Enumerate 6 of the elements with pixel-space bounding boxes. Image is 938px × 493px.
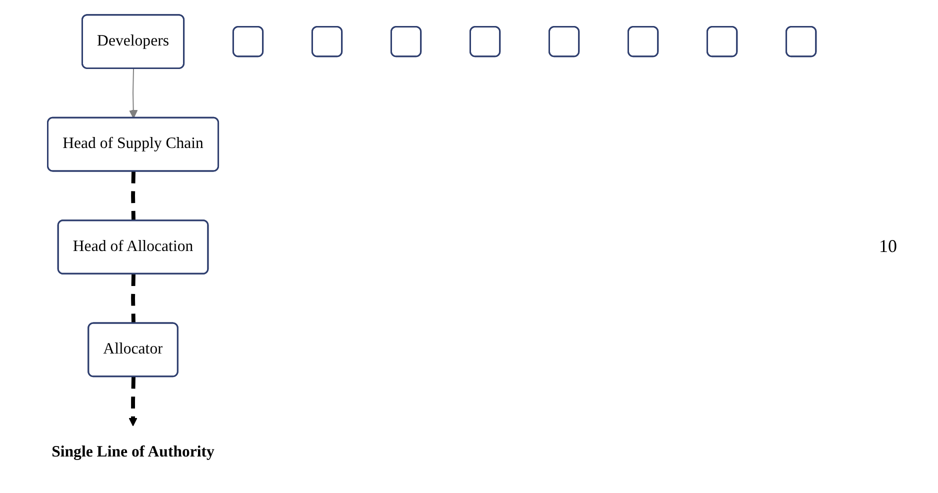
arrow <box>129 68 138 118</box>
connector <box>131 170 136 220</box>
connector <box>131 274 136 324</box>
node-text: Single Line of Authority <box>52 443 215 460</box>
count-label: 10 <box>879 236 897 257</box>
arrow <box>128 376 138 426</box>
